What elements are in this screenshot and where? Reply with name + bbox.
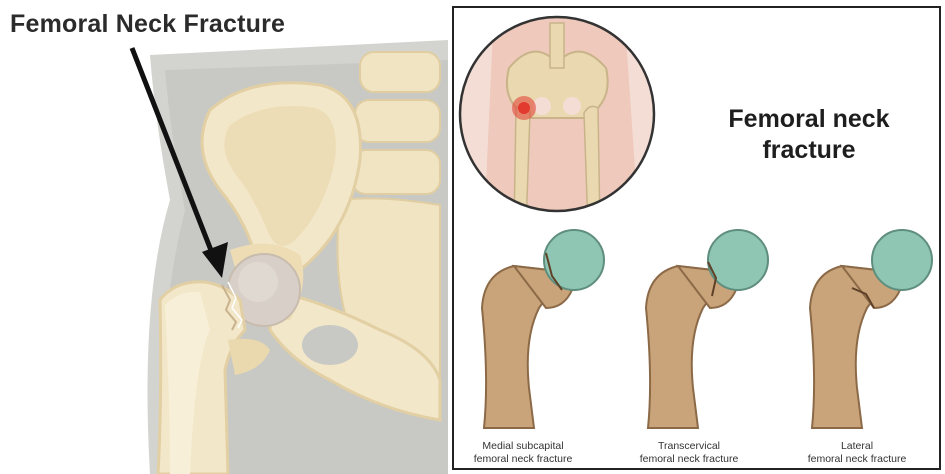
right-title-line-2: fracture (709, 135, 909, 166)
pelvis-inset (454, 8, 674, 228)
caption-line-2: femoral neck fracture (452, 453, 598, 466)
caption-transcervical: Transcervical femoral neck fracture (614, 440, 764, 466)
left-illustration-panel: Femoral Neck Fracture (0, 0, 448, 474)
left-panel-title: Femoral Neck Fracture (10, 10, 285, 39)
right-illustration-panel: Femoral neck fracture Medial subcapital … (452, 6, 941, 470)
femur-medial-subcapital (482, 230, 604, 428)
hip-joint-illustration (0, 0, 448, 474)
caption-medial-subcapital: Medial subcapital femoral neck fracture (452, 440, 598, 466)
femur-lateral (810, 230, 932, 428)
caption-line-2: femoral neck fracture (614, 453, 764, 466)
caption-lateral: Lateral femoral neck fracture (782, 440, 932, 466)
right-title-line-1: Femoral neck (709, 104, 909, 135)
caption-line-1: Medial subcapital (452, 440, 598, 453)
femur-transcervical (646, 230, 768, 428)
caption-line-2: femoral neck fracture (782, 453, 932, 466)
right-panel-title: Femoral neck fracture (709, 104, 909, 166)
caption-line-1: Lateral (782, 440, 932, 453)
caption-line-1: Transcervical (614, 440, 764, 453)
fracture-types-illustration (454, 8, 941, 470)
